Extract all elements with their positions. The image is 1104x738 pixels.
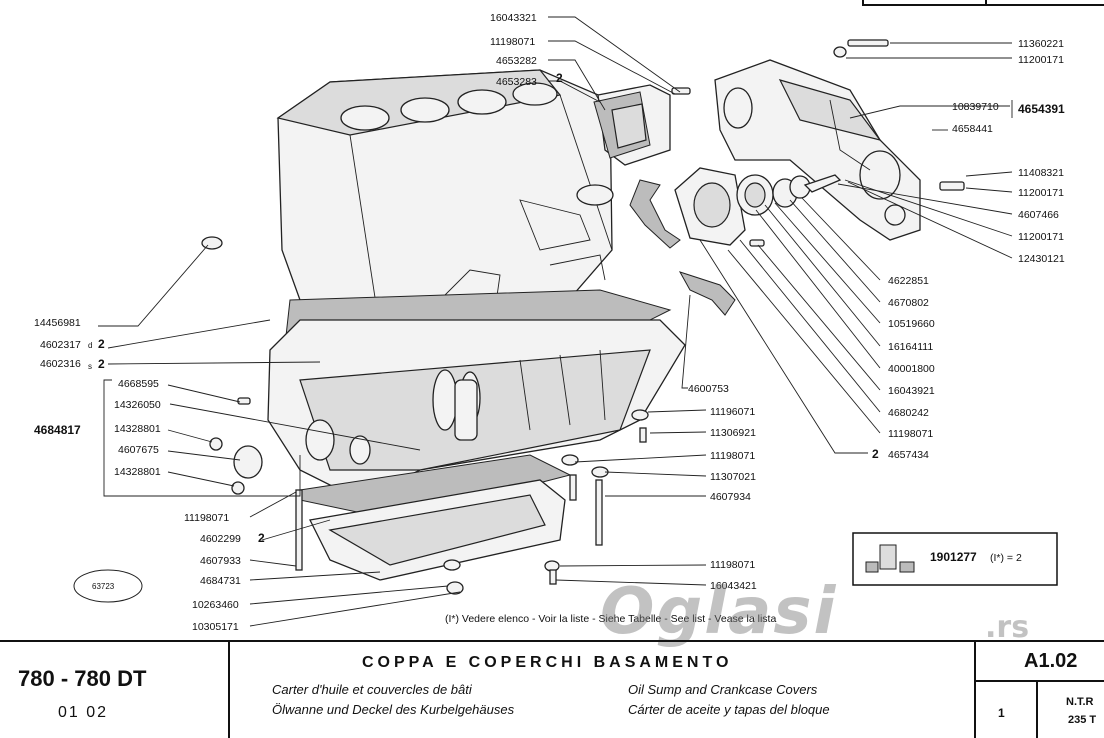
label-10263460: 10263460 bbox=[192, 599, 239, 611]
kit-box: 1901277 (I*) = 2 bbox=[852, 532, 1058, 586]
label-16164111: 16164111 bbox=[888, 341, 933, 353]
label-4602316: 4602316 bbox=[40, 358, 81, 370]
leader-lines bbox=[98, 16, 1013, 627]
front-gasket bbox=[629, 179, 681, 249]
label-group-4684817: 4684817 bbox=[34, 423, 81, 437]
label-16043321: 16043321 bbox=[490, 12, 537, 24]
label-4602316-qty: 2 bbox=[98, 357, 105, 371]
watermark-logo: Oglasi bbox=[600, 575, 838, 649]
ref-bubble bbox=[73, 569, 143, 603]
label-4653283: 4653283 bbox=[496, 76, 537, 88]
title-block: 780 - 780 DT 01 02 COPPA E COPERCHI BASA… bbox=[0, 640, 1104, 738]
rear-seal bbox=[678, 271, 736, 316]
label-4607934: 4607934 bbox=[710, 491, 751, 503]
exploded-parts-diagram: 14456981 4602317 d 2 4602316 s 2 4668595… bbox=[34, 12, 1065, 633]
label-4602299-qty: 2 bbox=[258, 531, 265, 545]
label-11200171-c: 11200171 bbox=[1018, 231, 1064, 243]
label-10519660: 10519660 bbox=[888, 318, 935, 330]
title-french: Carter d'huile et couvercles de bâti bbox=[272, 682, 472, 697]
label-11198071-c: 11198071 bbox=[710, 559, 755, 571]
part-number-labels: 14456981 4602317 d 2 4602316 s 2 4668595… bbox=[34, 12, 1065, 633]
label-11198071-top: 11198071 bbox=[490, 36, 535, 48]
title-block-divider-top bbox=[985, 0, 987, 6]
crankcase bbox=[267, 319, 686, 501]
label-4653282: 4653282 bbox=[496, 55, 537, 67]
label-10839710: 10839710 bbox=[952, 101, 999, 113]
label-11198071-left: 11198071 bbox=[184, 512, 229, 524]
label-4653283-qty: 2 bbox=[556, 71, 563, 85]
label-11306921: 11306921 bbox=[710, 427, 756, 439]
label-4600753: 4600753 bbox=[688, 383, 729, 395]
label-4684731: 4684731 bbox=[200, 575, 241, 587]
label-11200171-b: 11200171 bbox=[1018, 187, 1064, 199]
title-italian: COPPA E COPERCHI BASAMENTO bbox=[362, 654, 733, 671]
label-4607675: 4607675 bbox=[118, 444, 159, 456]
model-name: 780 - 780 DT bbox=[18, 666, 147, 691]
label-16043421: 16043421 bbox=[710, 580, 757, 592]
title-german: Ölwanne und Deckel des Kurbelgehäuses bbox=[272, 702, 515, 717]
label-4658441: 4658441 bbox=[952, 123, 993, 135]
watermark-tld: .rs bbox=[985, 610, 1030, 645]
title-block-hline bbox=[974, 680, 1104, 682]
label-14328801-b: 14328801 bbox=[114, 466, 161, 478]
title-block-divider-1 bbox=[228, 642, 230, 738]
timing-cover bbox=[714, 59, 921, 241]
title-spanish: Cárter de aceite y tapas del bloque bbox=[628, 702, 830, 717]
label-11307021: 11307021 bbox=[710, 471, 756, 483]
label-4680242: 4680242 bbox=[888, 407, 929, 419]
label-4668595: 4668595 bbox=[118, 378, 159, 390]
kit-note: (I*) = 2 bbox=[990, 552, 1022, 564]
label-4607466: 4607466 bbox=[1018, 209, 1059, 221]
label-4670802: 4670802 bbox=[888, 297, 929, 309]
label-10305171: 10305171 bbox=[192, 621, 239, 633]
label-4657434-qty: 2 bbox=[872, 447, 879, 461]
label-14326050: 14326050 bbox=[114, 399, 161, 411]
title-block-frame-top bbox=[862, 0, 1104, 6]
label-group-4654391: 4654391 bbox=[1018, 102, 1065, 116]
label-16043921: 16043921 bbox=[888, 385, 935, 397]
oil-pan bbox=[299, 454, 572, 581]
ntr-label: N.T.R bbox=[1066, 696, 1094, 708]
label-11198071-right: 11198071 bbox=[888, 428, 933, 440]
label-11200171-a: 11200171 bbox=[1018, 54, 1064, 66]
label-11408321: 11408321 bbox=[1018, 167, 1064, 179]
sheet-code: A1.02 bbox=[1024, 650, 1078, 672]
label-14328801-a: 14328801 bbox=[114, 423, 161, 435]
label-4622851: 4622851 bbox=[888, 275, 929, 287]
label-12430121: 12430121 bbox=[1018, 253, 1065, 265]
label-11196071: 11196071 bbox=[710, 406, 755, 418]
label-4602317-qty: 2 bbox=[98, 337, 105, 351]
label-ref-63723: 63723 bbox=[92, 582, 115, 591]
label-4657434: 4657434 bbox=[888, 449, 929, 461]
title-block-divider-3 bbox=[1036, 680, 1038, 738]
engine-block bbox=[276, 69, 614, 331]
label-4602317-suffix: d bbox=[88, 341, 92, 350]
sheet-number: 1 bbox=[998, 706, 1005, 720]
label-11360221: 11360221 bbox=[1018, 38, 1064, 50]
label-11198071-b: 11198071 bbox=[710, 450, 755, 462]
ntr-sub: 235 T bbox=[1068, 714, 1097, 726]
label-4602317: 4602317 bbox=[40, 339, 81, 351]
title-block-divider-2 bbox=[974, 642, 976, 738]
label-4602299: 4602299 bbox=[200, 533, 241, 545]
label-40001800: 40001800 bbox=[888, 363, 935, 375]
title-english: Oil Sump and Crankcase Covers bbox=[628, 682, 818, 697]
label-14456981: 14456981 bbox=[34, 317, 81, 329]
label-4607933: 4607933 bbox=[200, 555, 241, 567]
label-4602316-suffix: s bbox=[88, 362, 92, 371]
kit-code: 1901277 bbox=[930, 550, 977, 564]
revision: 01 02 bbox=[58, 704, 109, 721]
footnote: (I*) Vedere elenco - Voir la liste - Sie… bbox=[445, 613, 776, 625]
